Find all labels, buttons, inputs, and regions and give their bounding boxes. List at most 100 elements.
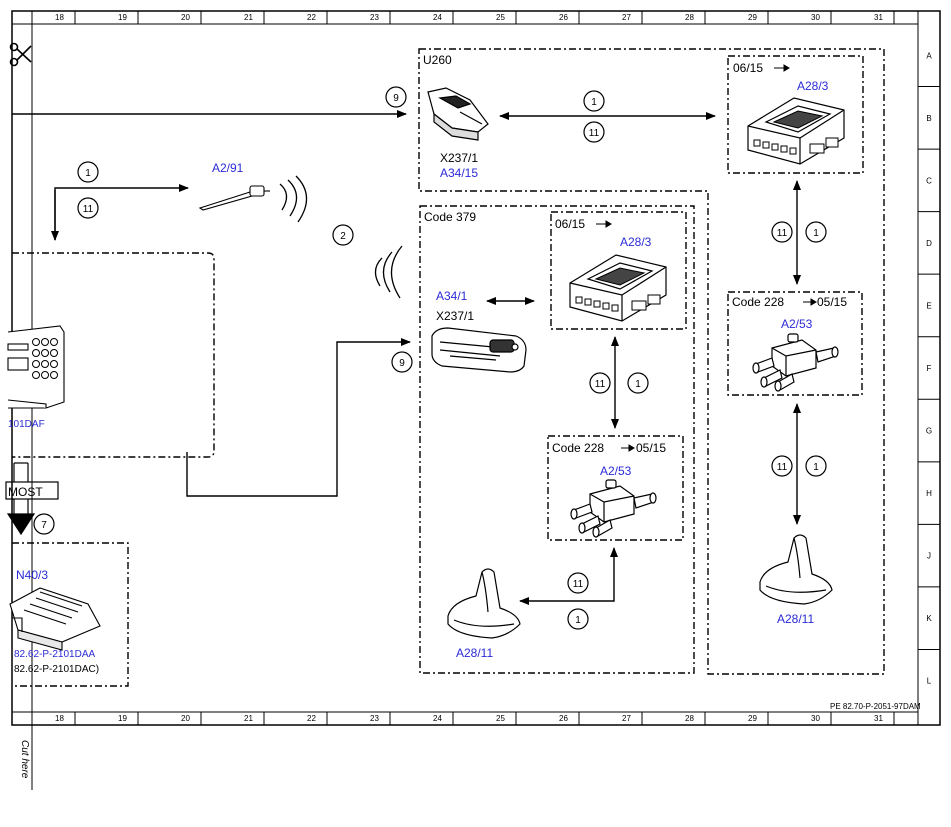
link-a2-53-a28-11-inner: [519, 547, 618, 605]
ruler-label: 24: [433, 714, 442, 723]
box-n40-3: [12, 542, 129, 687]
ruler-label: 20: [181, 714, 190, 723]
a2-91-icon: [198, 185, 270, 211]
a34-1-label: A34/1: [436, 289, 468, 303]
callout-number: 11: [777, 228, 788, 239]
date-inner-label: 06/15: [555, 217, 585, 231]
ruler-label: B: [926, 114, 931, 123]
box-a28-3-outer: [727, 55, 864, 174]
x237-1-top-label: X237/1: [440, 151, 478, 165]
ruler-label: 26: [559, 714, 568, 723]
callout-number: 1: [813, 462, 819, 473]
callout-c9-mid: 9: [391, 351, 413, 373]
most-bus: [5, 462, 59, 536]
callout-number: 1: [85, 168, 91, 179]
callout-number: 7: [41, 520, 47, 531]
ruler-label: 21: [244, 714, 253, 723]
box-left-module: [12, 252, 215, 458]
callout-c1-outer-v2: 1: [805, 455, 827, 477]
ruler-label: 31: [874, 13, 883, 22]
x237-1-mid-label: X237/1: [436, 309, 474, 323]
callout-number: 11: [777, 462, 788, 473]
box-a28-3-inner: [550, 211, 687, 330]
callout-c11-left: 11: [77, 197, 99, 219]
code228-outer-date: 05/15: [817, 295, 847, 309]
ruler-label: 29: [748, 714, 757, 723]
keypad-button: [41, 338, 49, 346]
box-code379: [419, 205, 695, 674]
callout-number: 11: [83, 204, 94, 215]
callout-c11-inner-h: 11: [567, 572, 589, 594]
document-reference: PE 82.70-P-2051-97DAM: [830, 702, 921, 711]
ruler-label: 27: [622, 714, 631, 723]
ruler-label: 31: [874, 714, 883, 723]
cut-here-label: Cut here: [19, 740, 30, 779]
ruler-label: 18: [55, 13, 64, 22]
keypad-button: [32, 338, 40, 346]
ruler-label: 28: [685, 13, 694, 22]
a28-3-outer-label: A28/3: [797, 79, 829, 93]
a2-53-outer-splitter-icon: [752, 333, 839, 392]
callout-number: 1: [813, 228, 819, 239]
callout-number: 1: [575, 615, 581, 626]
n40-3-label: N40/3: [16, 568, 48, 582]
drawing-frame: [11, 10, 941, 790]
ruler-label: C: [926, 176, 932, 185]
keypad-button: [32, 349, 40, 357]
ruler-label: 28: [685, 714, 694, 723]
keypad-button: [50, 338, 58, 346]
a34-15-label: A34/15: [440, 166, 478, 180]
box-code228-outer: [727, 291, 863, 396]
callout-c2: 2: [332, 224, 354, 246]
ruler-label: A: [926, 51, 932, 60]
a28-11-outer-antenna-icon: [759, 534, 833, 605]
ruler-label: 18: [55, 714, 64, 723]
callout-number: 1: [591, 97, 597, 108]
most-label: MOST: [8, 485, 43, 499]
n40-3-device-icon: [9, 587, 101, 651]
ruler-label: 29: [748, 13, 757, 22]
ruler-label: 22: [307, 714, 316, 723]
ruler-label: 23: [370, 13, 379, 22]
keypad-button: [50, 349, 58, 357]
ruler-label: 25: [496, 13, 505, 22]
callout-number: 11: [595, 379, 606, 390]
ref-2101dac: 82.62-P-2101DAC): [14, 664, 99, 675]
code228-inner-label: Code 228: [552, 441, 604, 455]
ruler-label: F: [927, 364, 932, 373]
a2-53-inner-splitter-icon: [570, 479, 657, 538]
callout-c11-inner-v: 11: [589, 372, 611, 394]
a28-11-inner-antenna-icon: [447, 568, 521, 639]
keypad-button: [50, 360, 58, 368]
callout-c11-outer-v: 11: [771, 221, 793, 243]
callout-c1-left: 1: [77, 161, 99, 183]
radio-waves: [279, 175, 403, 299]
ruler-label: 26: [559, 13, 568, 22]
ruler-label: 22: [307, 13, 316, 22]
u260-label: U260: [423, 53, 452, 67]
ruler-label: 30: [811, 714, 820, 723]
ruler-label: D: [926, 239, 932, 248]
link-9-mid: [186, 338, 411, 497]
callout-number: 11: [589, 128, 600, 139]
keypad-button: [41, 360, 49, 368]
code228-outer-label: Code 228: [732, 295, 784, 309]
callout-number: 1: [635, 379, 641, 390]
callout-c9-top: 9: [385, 86, 407, 108]
a2-53-inner-label: A2/53: [600, 464, 632, 478]
ruler-label: 19: [118, 714, 127, 723]
ref-101daf: 101DAF: [8, 419, 45, 430]
scissors-icon: [9, 42, 32, 67]
callout-c1-inner-h: 1: [567, 608, 589, 630]
left-control-unit-icon: [7, 325, 65, 409]
a2-91-label: A2/91: [212, 161, 244, 175]
callout-c11-outer-v2: 11: [771, 455, 793, 477]
callout-c1-outer-v: 1: [805, 221, 827, 243]
a28-11-outer-label: A28/11: [777, 612, 814, 626]
code379-label: Code 379: [424, 210, 476, 224]
ruler-label: L: [927, 677, 932, 686]
ruler-label: G: [926, 427, 932, 436]
a34-15-key-icon: [427, 87, 489, 141]
